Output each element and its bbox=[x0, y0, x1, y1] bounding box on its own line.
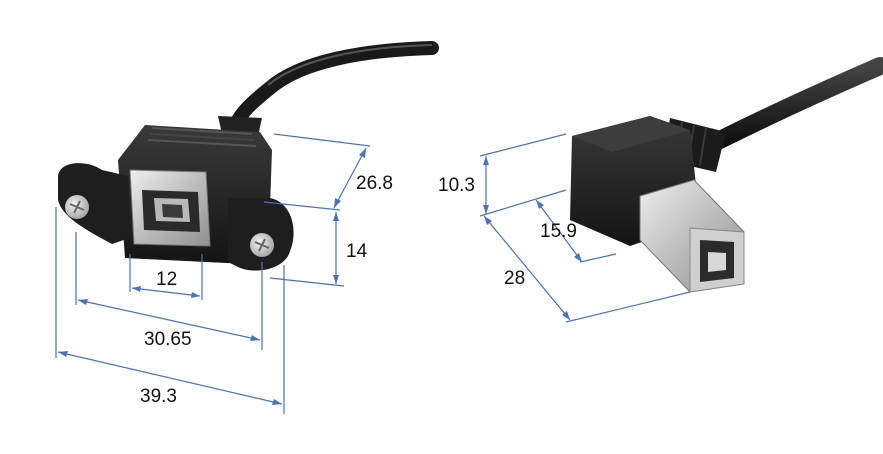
usb-b-right-angle-male-icon bbox=[570, 57, 883, 293]
dim-screw-spacing-label: 30.65 bbox=[144, 329, 192, 350]
usb-b-panel-mount-female-icon bbox=[58, 41, 439, 271]
dim-width-total-label: 39.3 bbox=[140, 386, 177, 407]
dim-port-width-label: 12 bbox=[156, 269, 177, 290]
dim-plug-length-label: 15.9 bbox=[540, 221, 577, 242]
dim-thickness-label: 10.3 bbox=[438, 175, 475, 196]
dim-height-label: 14 bbox=[346, 241, 368, 262]
dim-depth-label: 26.8 bbox=[356, 173, 393, 194]
dim-total-length-label: 28 bbox=[504, 268, 525, 289]
dimension-lines-left bbox=[55, 133, 371, 414]
dimension-lines-right bbox=[479, 133, 691, 323]
